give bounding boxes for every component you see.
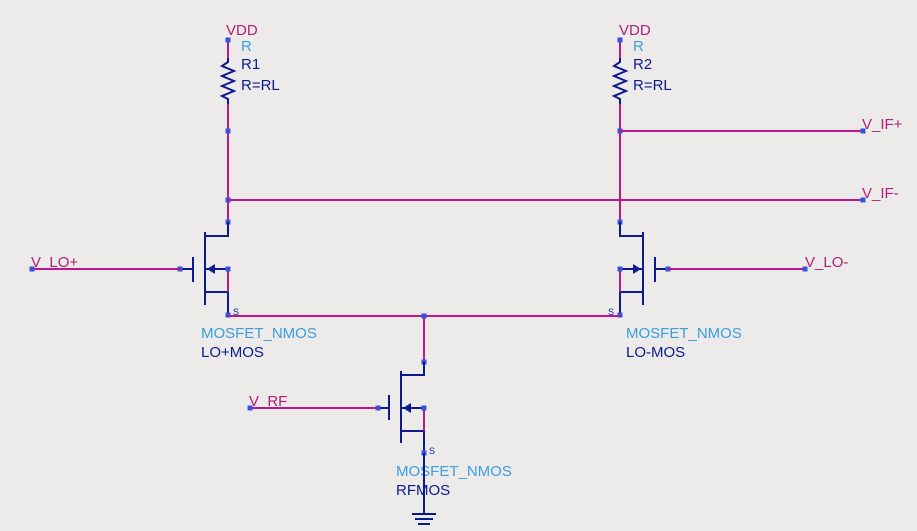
port-v-if-plus[interactable]: V_IF+	[620, 116, 903, 134]
r1-type-label: R	[241, 38, 252, 55]
vdd-left[interactable]: VDD	[225, 22, 258, 58]
port-v-lo-plus[interactable]: V_LO+	[29, 254, 181, 272]
rf-source-marker: S	[429, 446, 435, 456]
resistor-r1[interactable]: R R1 R=RL	[219, 38, 280, 104]
ground-icon[interactable]	[412, 453, 436, 525]
rf-type-label: MOSFET_NMOS	[396, 463, 512, 480]
r2-name-label: R2	[633, 56, 652, 73]
port-v-rf[interactable]: V_RF	[247, 393, 379, 411]
r2-value-label: R=RL	[633, 77, 672, 94]
vdd-right-label: VDD	[619, 22, 651, 39]
lo-minus-name-label: LO-MOS	[626, 344, 685, 361]
r1-value-label: R=RL	[241, 77, 280, 94]
r1-name-label: R1	[241, 56, 260, 73]
port-v-if-minus[interactable]: V_IF-	[228, 185, 899, 203]
v-lo-minus-label: V_LO-	[805, 254, 848, 271]
lo-plus-type-label: MOSFET_NMOS	[201, 325, 317, 342]
vdd-right[interactable]: VDD	[617, 22, 651, 58]
r2-type-label: R	[633, 38, 644, 55]
mosfet-lo-minus[interactable]: S MOSFET_NMOS LO-MOS	[608, 222, 742, 361]
lo-plus-source-marker: S	[233, 307, 239, 317]
v-if-minus-label: V_IF-	[862, 185, 899, 202]
resistor-r2[interactable]: R R2 R=RL	[611, 38, 672, 104]
mosfet-rf[interactable]: S MOSFET_NMOS RFMOS	[375, 362, 512, 499]
v-rf-label: V_RF	[249, 393, 287, 410]
mosfet-lo-plus[interactable]: S MOSFET_NMOS LO+MOS	[177, 222, 317, 361]
v-lo-plus-label: V_LO+	[31, 254, 78, 271]
lo-minus-type-label: MOSFET_NMOS	[626, 325, 742, 342]
lo-plus-name-label: LO+MOS	[201, 344, 264, 361]
lo-minus-source-marker: S	[608, 307, 614, 317]
v-if-plus-label: V_IF+	[862, 116, 903, 133]
port-v-lo-minus[interactable]: V_LO-	[668, 254, 848, 272]
vdd-left-label: VDD	[226, 22, 258, 39]
